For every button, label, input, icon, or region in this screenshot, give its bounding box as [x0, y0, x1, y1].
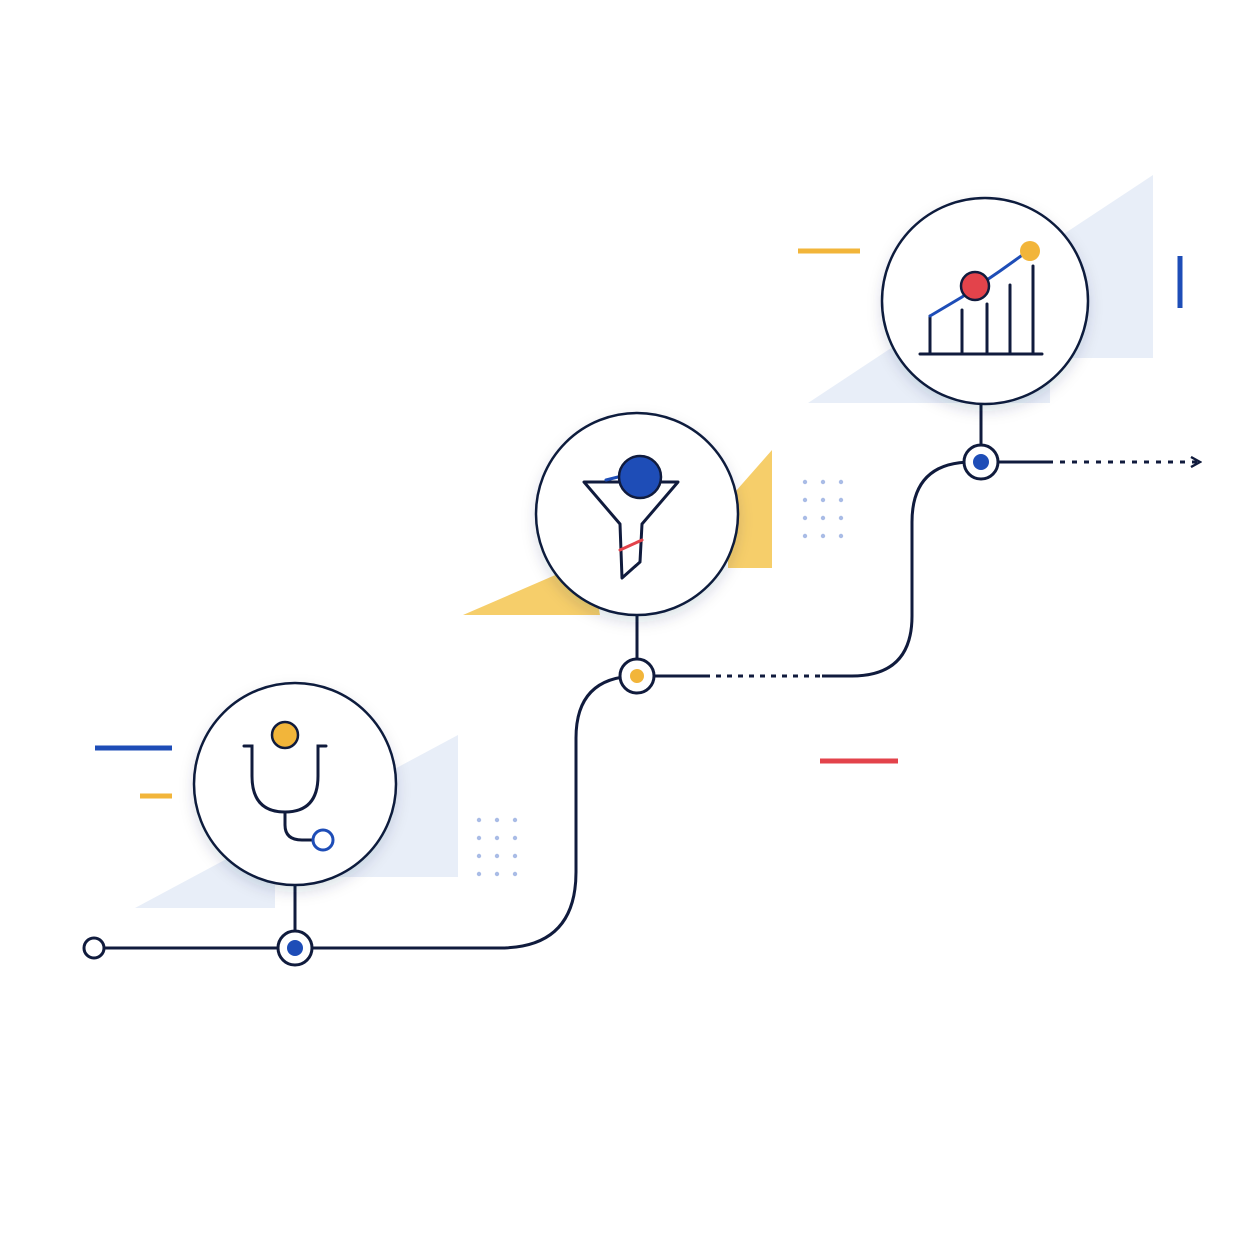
- grid-dot: [512, 853, 518, 859]
- bar-chart-growth-icon: [918, 241, 1044, 356]
- grid-dot: [838, 533, 844, 539]
- grid-dot: [512, 835, 518, 841]
- grid-dot: [838, 497, 844, 503]
- grid-dot: [820, 515, 826, 521]
- grid-dot: [838, 479, 844, 485]
- step-node-3: [962, 443, 1000, 481]
- grid-dot: [820, 479, 826, 485]
- grid-dot: [476, 853, 482, 859]
- backdrop-triangle-step2-upper: [728, 450, 772, 568]
- grid-dot: [802, 479, 808, 485]
- step-circle-3: [880, 196, 1090, 406]
- dot-grid-upper: [802, 479, 844, 539]
- grid-dot: [802, 497, 808, 503]
- grid-dot: [494, 835, 500, 841]
- grid-dot: [820, 497, 826, 503]
- grid-dot: [838, 515, 844, 521]
- grid-dot: [494, 853, 500, 859]
- grid-dot: [820, 533, 826, 539]
- grid-dot: [494, 871, 500, 877]
- timeline-start-node: [82, 936, 106, 960]
- grid-dot: [802, 533, 808, 539]
- step-node-1: [276, 929, 314, 967]
- stethoscope-icon: [242, 720, 335, 852]
- dot-grid-lower: [476, 817, 518, 877]
- funnel-icon: [582, 454, 680, 580]
- timeline-segment-2: [822, 460, 1048, 678]
- step-circle-2: [534, 411, 740, 617]
- grid-dot: [512, 871, 518, 877]
- grid-dot: [476, 817, 482, 823]
- grid-dot: [512, 817, 518, 823]
- grid-dot: [494, 817, 500, 823]
- step-node-2: [618, 657, 656, 695]
- step-circle-1: [192, 681, 398, 887]
- grid-dot: [802, 515, 808, 521]
- timeline-segment-1: [104, 674, 705, 950]
- grid-dot: [476, 835, 482, 841]
- grid-dot: [476, 871, 482, 877]
